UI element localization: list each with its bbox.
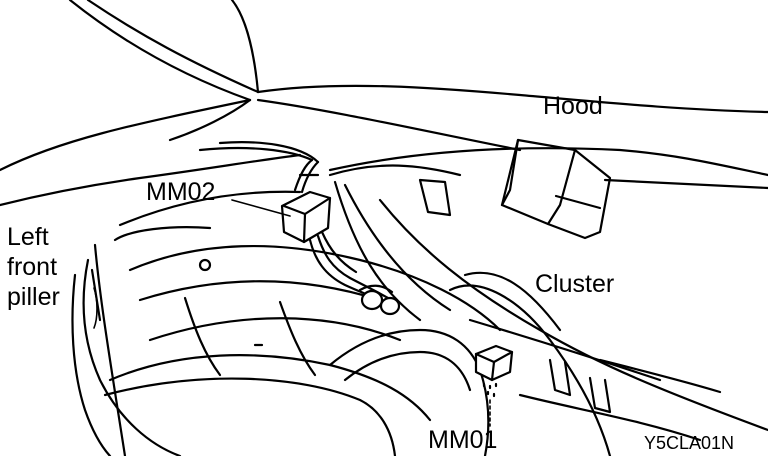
lower-right-ducts <box>468 318 722 442</box>
leader-lines <box>93 199 491 427</box>
mm01-connector-drawing <box>474 344 514 398</box>
label-left-front-pillar: Left front piller <box>7 222 60 312</box>
hood-surface <box>328 138 768 240</box>
label-pillar-line2: front <box>7 253 58 281</box>
label-hood: Hood <box>543 92 603 120</box>
windshield-lines <box>0 0 768 172</box>
label-pillar-line1: Left <box>7 223 49 251</box>
mm02-connector-drawing <box>198 141 390 302</box>
label-mm01: MM01 <box>428 426 498 454</box>
figure-code: Y5CLA01N <box>644 433 735 453</box>
label-cluster: Cluster <box>535 270 615 298</box>
dashboard <box>103 244 502 456</box>
label-pillar-line3: piller <box>7 283 60 311</box>
cowl-panel <box>328 164 768 456</box>
grommet-drawing <box>358 284 401 316</box>
label-mm02: MM02 <box>146 178 216 206</box>
